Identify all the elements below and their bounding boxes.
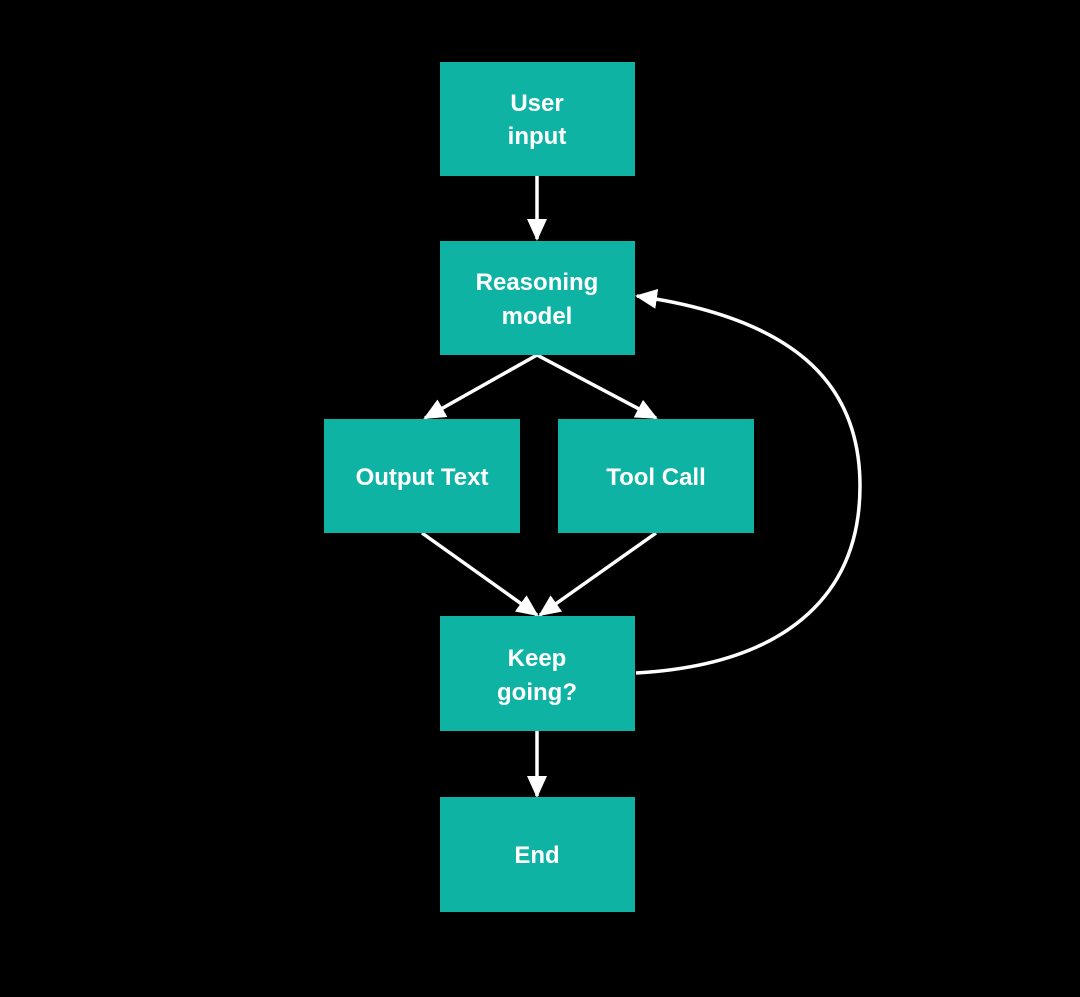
edge-reasoning-model-to-tool-call [536, 353, 658, 420]
node-label: Reasoning [476, 269, 599, 296]
node-tool-call: Tool Call [558, 419, 754, 533]
node-label: input [508, 123, 567, 150]
node-end: End [440, 797, 635, 912]
edge-output-text-to-keep-going [420, 531, 539, 617]
node-box [324, 419, 520, 533]
node-user-input: User input [440, 62, 635, 176]
edges [420, 176, 862, 798]
node-label: User [510, 90, 563, 117]
node-label: Tool Call [606, 464, 706, 491]
node-box [440, 62, 635, 176]
node-box [440, 616, 635, 731]
edge-tool-call-to-keep-going [538, 531, 658, 617]
edge-keep-going-loop-to-reasoning-model [635, 288, 862, 675]
node-label: model [502, 303, 573, 330]
node-label: Keep [508, 645, 567, 672]
node-output-text: Output Text [324, 419, 520, 533]
node-box [558, 419, 754, 533]
node-reasoning-model: Reasoning model [440, 241, 635, 355]
node-keep-going: Keep going? [440, 616, 635, 731]
node-box [440, 797, 635, 912]
node-label: going? [497, 679, 577, 706]
node-label: End [514, 842, 559, 869]
node-box [440, 241, 635, 355]
node-label: Output Text [356, 464, 489, 491]
edge-reasoning-model-to-output-text [423, 353, 538, 420]
